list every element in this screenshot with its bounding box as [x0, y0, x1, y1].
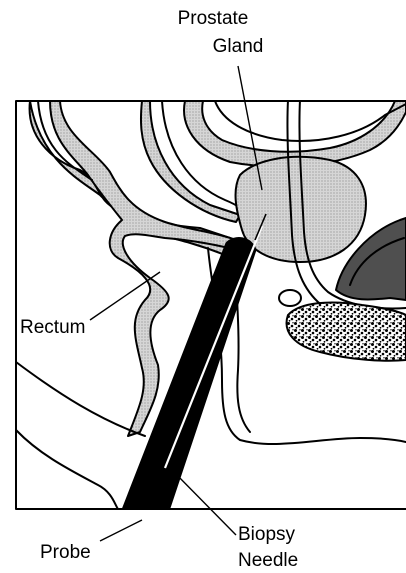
ultrasound-probe	[118, 238, 256, 520]
label-biopsy-line2: Needle	[238, 550, 298, 571]
label-rectum: Rectum	[20, 317, 85, 338]
probe-leader-line	[100, 520, 142, 541]
biopsy-needle-leader-line	[172, 470, 236, 535]
anal-canal-line	[16, 430, 118, 509]
biopsy-needle	[165, 226, 262, 468]
label-prostate-line2: Gland	[213, 36, 264, 57]
label-probe: Probe	[40, 542, 91, 563]
label-biopsy-line1: Biopsy	[238, 524, 296, 545]
bulb-tissue	[287, 302, 406, 360]
label-prostate-line1: Prostate	[178, 8, 249, 29]
small-gland	[279, 290, 301, 306]
rectum-boundary	[16, 362, 145, 436]
